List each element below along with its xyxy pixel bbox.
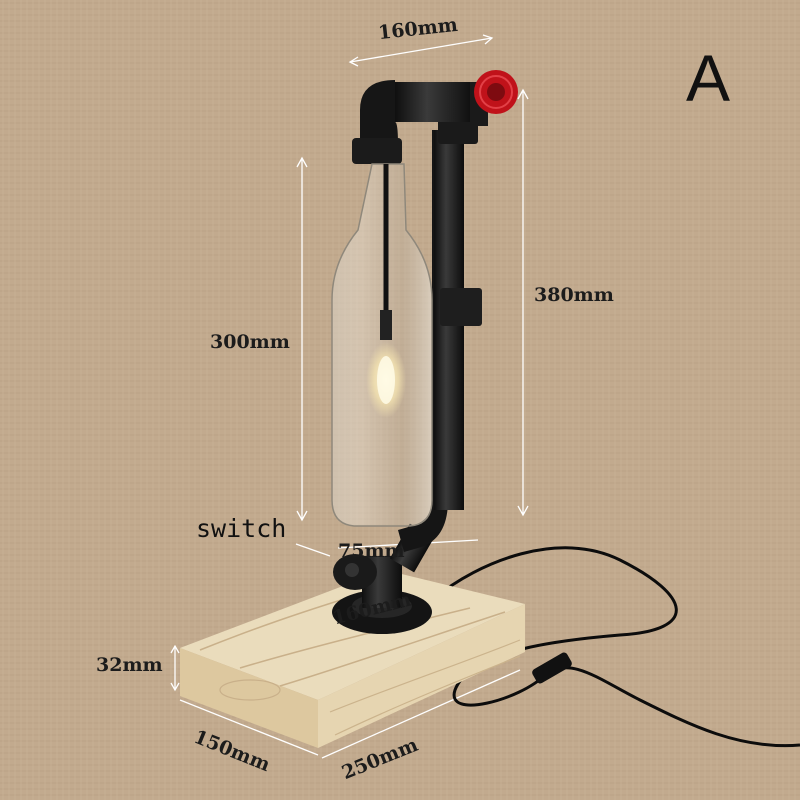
- variant-letter: A: [686, 41, 731, 115]
- dimension-line-base-depth: [179, 699, 319, 756]
- inline-switch: [532, 652, 572, 684]
- wooden-base: [180, 570, 525, 748]
- dimension-line-switch: [295, 543, 331, 557]
- dimension-line-base-length: [321, 669, 521, 759]
- dimension-bend-width: 75mm: [338, 540, 405, 562]
- dimension-bottle-height: 300mm: [210, 331, 290, 353]
- dimension-line-top: [348, 34, 494, 67]
- dimension-line-base-thickness: [170, 644, 180, 692]
- switch-label: switch: [196, 514, 287, 543]
- dimension-line-bottle-height: [296, 156, 308, 522]
- red-valve-icon: [474, 70, 518, 114]
- pipe-coupling: [440, 288, 482, 326]
- dimension-line-total-height: [517, 88, 529, 517]
- dimension-total-height: 380mm: [534, 284, 614, 306]
- dimension-base-thickness: 32mm: [96, 654, 163, 676]
- top-elbow: [352, 80, 488, 164]
